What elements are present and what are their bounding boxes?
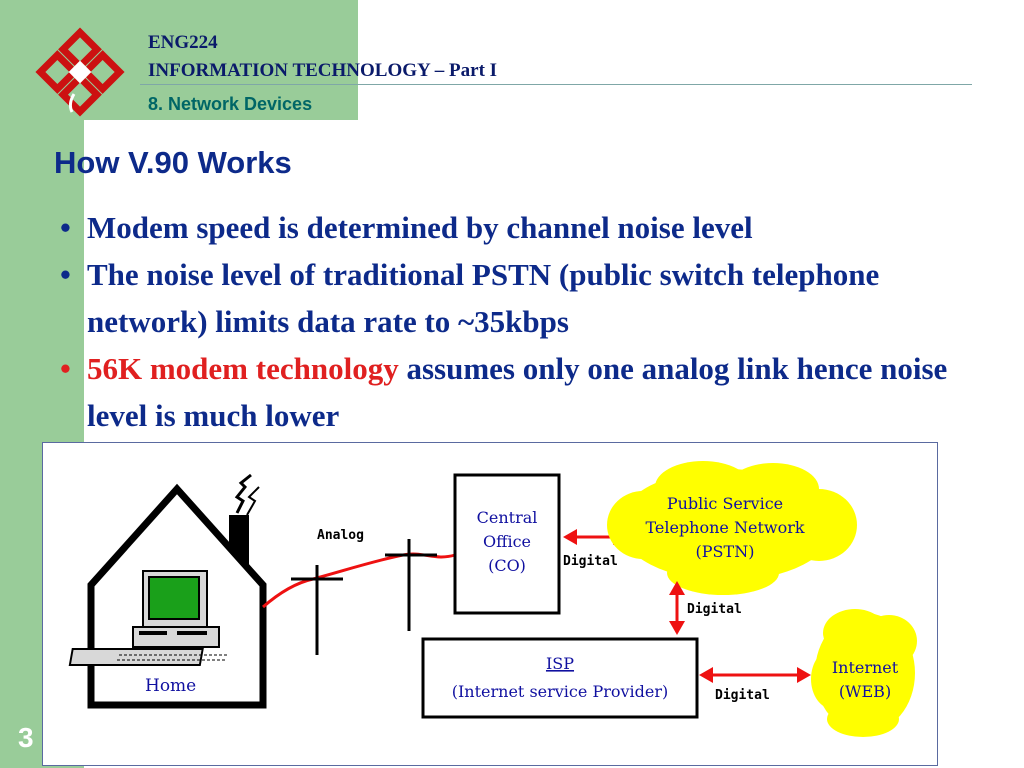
internet-cloud (811, 609, 917, 737)
course-code: ENG224 (148, 32, 218, 53)
bullet-dot: • (60, 210, 71, 245)
bullet-dot: • (60, 257, 71, 292)
pstn-label-line: Public Service (667, 494, 783, 513)
v90-network-diagram: Home Analog Central Office (CO) Digital (42, 442, 938, 766)
internet-label-line: Internet (832, 658, 899, 677)
central-office-box (453, 473, 561, 615)
university-logo (30, 26, 130, 118)
digital-label-isp-internet: Digital (715, 688, 770, 703)
isp-subtitle: (Internet service Provider) (452, 682, 669, 701)
bullet-dot: • (60, 351, 71, 386)
analog-label: Analog (317, 528, 364, 543)
bullet-text-rest: assumes only one analog link hence noise… (87, 351, 948, 433)
analog-wire-2 (312, 552, 456, 581)
computer-icon (68, 570, 227, 666)
pstn-cloud (607, 461, 857, 595)
bullet-text: The noise level of traditional PSTN (pub… (87, 257, 880, 339)
isp-box (421, 637, 699, 719)
bullet-text: Modem speed is determined by channel noi… (87, 210, 753, 245)
pstn-label-line: (PSTN) (696, 542, 755, 561)
co-label-line: Central (477, 508, 538, 527)
course-subject: INFORMATION TECHNOLOGY – Part I (148, 60, 498, 81)
home-label: Home (145, 676, 196, 696)
pstn-label-line: Telephone Network (645, 518, 804, 537)
digital-label-co-pstn: Digital (563, 554, 618, 569)
pstn-isp-arrow (669, 581, 685, 635)
co-label-line: (CO) (488, 556, 526, 575)
bullet-text: 56K modem technology assumes only one an… (87, 345, 980, 439)
header-divider (140, 84, 972, 85)
telephone-pole (291, 565, 343, 655)
co-label-line: Office (483, 532, 531, 551)
bullet-item: • 56K modem technology assumes only one … (60, 345, 980, 439)
internet-label-line: (WEB) (839, 682, 891, 701)
digital-label-pstn-isp: Digital (687, 602, 742, 617)
highlight-phrase: 56K modem technology (87, 351, 399, 386)
bullet-list: • Modem speed is determined by channel n… (60, 204, 980, 439)
slide-title: How V.90 Works (54, 145, 292, 180)
chapter-topic: 8. Network Devices (148, 94, 313, 114)
isp-internet-arrow (699, 667, 811, 683)
telephone-pole (385, 539, 437, 631)
top-green-band (84, 0, 358, 120)
isp-title: ISP (546, 654, 574, 673)
analog-wire (262, 577, 314, 609)
bullet-item: • Modem speed is determined by channel n… (60, 204, 980, 251)
page-number: 3 (18, 722, 34, 753)
bullet-item: • The noise level of traditional PSTN (p… (60, 251, 980, 345)
